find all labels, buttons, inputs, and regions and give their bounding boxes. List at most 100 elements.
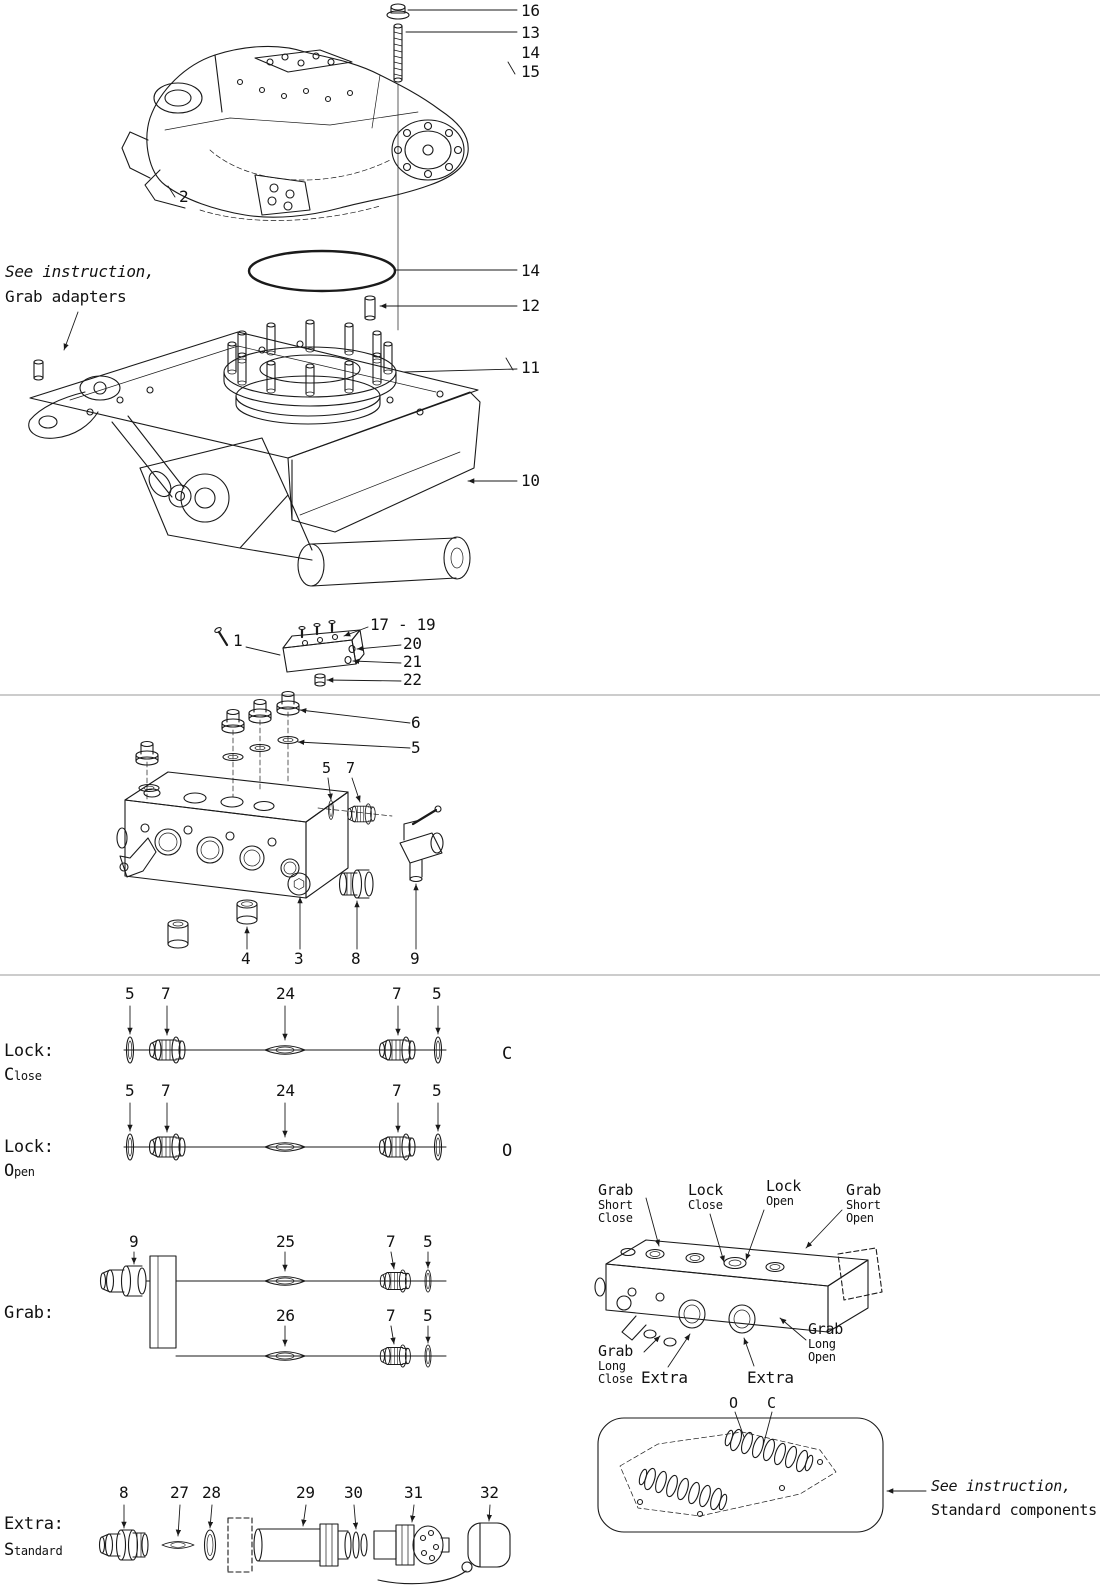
- grab-rows-leaders: [131, 1251, 431, 1347]
- extra-callout: 29: [296, 1483, 315, 1502]
- standard-components-box-drawing: [597, 1417, 884, 1533]
- callout-12: 12: [521, 296, 540, 315]
- label-line: Grab: [808, 1320, 843, 1338]
- callout-5-top: 5: [411, 738, 421, 757]
- extra-callout: 27: [170, 1483, 189, 1502]
- label-line: Close: [598, 1211, 633, 1226]
- lock-close-state-letter: C: [502, 1044, 512, 1064]
- label-line: Long: [808, 1336, 836, 1351]
- grab-row1-callout: 7: [386, 1232, 396, 1251]
- callout-15: 15: [521, 62, 540, 81]
- spring-upper-drawing: [724, 1428, 814, 1473]
- label-line: Lock: [766, 1177, 801, 1195]
- lock-close-callout: 5: [125, 984, 135, 1003]
- label-grab-long-close: Grab Long Close: [598, 1343, 633, 1387]
- spring-lower-drawing: [638, 1467, 728, 1511]
- lock-close-callout: 7: [392, 984, 402, 1003]
- label-line: Close: [688, 1197, 723, 1212]
- lock-open-callout: 7: [161, 1081, 171, 1100]
- grab-row2-callout: 7: [386, 1306, 396, 1325]
- callout-4: 4: [241, 949, 251, 968]
- lock-close-leaders: [127, 1005, 441, 1041]
- callout-22: 22: [403, 670, 422, 689]
- grab-row1-callout: 25: [276, 1232, 295, 1251]
- callout-14-oring: 14: [521, 261, 540, 280]
- valve-overview-leaders: [643, 1197, 843, 1368]
- lock-open-row-drawing: [123, 1133, 447, 1161]
- callout-10: 10: [521, 471, 540, 490]
- label-line: Long: [598, 1358, 626, 1373]
- label-lock-open: Lock Open: [766, 1178, 801, 1208]
- extra-row-leaders: [121, 1504, 493, 1537]
- see-instruction-standard-line2: Standard components: [931, 1501, 1097, 1519]
- letter-o: O: [729, 1394, 738, 1412]
- extra-callout: 28: [202, 1483, 221, 1502]
- lock-open-state-letter: O: [502, 1141, 512, 1161]
- valve-block-exploded-drawing: [116, 690, 444, 949]
- callout-16: 16: [521, 1, 540, 20]
- label-grab-short-close: Grab Short Close: [598, 1182, 633, 1226]
- grab-rows-drawing: [99, 1255, 447, 1368]
- label-line: Open: [808, 1350, 836, 1365]
- label-line: Short: [846, 1197, 881, 1212]
- lock-open-title: Lock:: [4, 1137, 54, 1157]
- lock-close-callout: 5: [432, 984, 442, 1003]
- label-line: Short: [598, 1197, 633, 1212]
- callout-13: 13: [521, 23, 540, 42]
- grab-row2-callout: 26: [276, 1306, 295, 1325]
- lock-close-row-drawing: [123, 1036, 447, 1064]
- label-lock-close: Lock Close: [688, 1182, 723, 1212]
- valve-overview-drawing: [594, 1239, 883, 1347]
- top-callout-leaders: [63, 9, 518, 683]
- grab-row1-callout: 5: [423, 1232, 433, 1251]
- o-ring-drawing: [247, 249, 397, 293]
- lock-open-subtitle: Open: [4, 1161, 35, 1181]
- callout-9: 9: [410, 949, 420, 968]
- callout-14-bolt: 14: [521, 43, 540, 62]
- label-line: Open: [846, 1211, 874, 1226]
- lock-close-callout: 24: [276, 984, 295, 1003]
- label-line: Close: [598, 1372, 633, 1387]
- see-instruction-standard-line1: See instruction,: [931, 1477, 1071, 1495]
- callout-11: 11: [521, 358, 540, 377]
- standard-box-leaders: [734, 1411, 927, 1494]
- label-line: Open: [766, 1193, 794, 1208]
- extra-subtitle: Standard: [4, 1540, 63, 1560]
- grab-row1-callout: 9: [129, 1232, 139, 1251]
- callout-6: 6: [411, 713, 421, 732]
- screw-and-bolt-drawing: [386, 3, 410, 331]
- label-line: Grab: [598, 1181, 633, 1199]
- lock-close-title: Lock:: [4, 1041, 54, 1061]
- extra-callout: 32: [480, 1483, 499, 1502]
- see-instruction-grab-line2: Grab adapters: [5, 287, 127, 306]
- callout-21: 21: [403, 652, 422, 671]
- letter-c: C: [767, 1394, 776, 1412]
- lock-open-callout: 7: [392, 1081, 402, 1100]
- extra-callout: 8: [119, 1483, 129, 1502]
- label-line: Grab: [846, 1181, 881, 1199]
- valve-exploded-leaders: [244, 708, 419, 950]
- callout-1: 1: [233, 631, 243, 650]
- label-grab-short-open: Grab Short Open: [846, 1182, 881, 1226]
- lock-open-callout: 5: [432, 1081, 442, 1100]
- extra-row-drawing: [98, 1517, 511, 1585]
- callout-5-mid: 5: [322, 759, 331, 777]
- lock-open-callout: 24: [276, 1081, 295, 1100]
- grab-title: Grab:: [4, 1303, 54, 1323]
- lock-close-callout: 7: [161, 984, 171, 1003]
- callout-2: 2: [179, 187, 189, 206]
- callout-17-19: 17 - 19: [370, 615, 436, 634]
- pin-drawing: [364, 295, 376, 321]
- extra-title: Extra:: [4, 1514, 64, 1534]
- label-line: Grab: [598, 1342, 633, 1360]
- callout-20: 20: [403, 634, 422, 653]
- label-extra-right: Extra: [747, 1368, 794, 1387]
- grab-row2-callout: 5: [423, 1306, 433, 1325]
- extra-callout: 30: [344, 1483, 363, 1502]
- label-extra-left: Extra: [641, 1368, 688, 1387]
- rotator-assembly-drawing: [121, 45, 469, 221]
- label-grab-long-open: Grab Long Open: [808, 1321, 843, 1365]
- label-line: Lock: [688, 1181, 723, 1199]
